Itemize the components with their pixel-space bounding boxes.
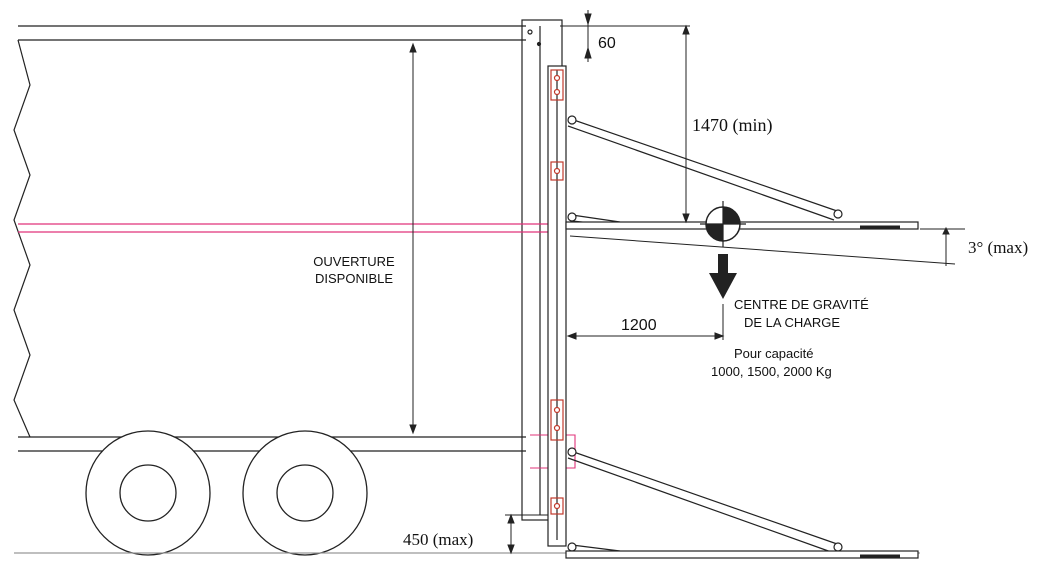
dimension-opening	[409, 42, 417, 435]
cog-label-line1: CENTRE DE GRAVITÉ	[734, 297, 869, 312]
opening-label-line1: OUVERTURE	[313, 254, 395, 269]
dimension-450	[505, 513, 548, 555]
dim-1470-label: 1470 (min)	[692, 115, 773, 136]
platform-upper	[565, 115, 919, 230]
dimension-3deg	[920, 226, 965, 266]
center-of-gravity-icon	[700, 201, 746, 247]
lift-column	[547, 65, 567, 547]
capacity-label-line2: 1000, 1500, 2000 Kg	[711, 364, 832, 379]
dim-60-label: 60	[598, 35, 616, 52]
tilt-line	[569, 235, 956, 265]
dim-450-label: 450 (max)	[403, 530, 473, 549]
dimension-1200	[566, 304, 725, 340]
down-arrow-icon	[709, 254, 737, 299]
platform-lower	[565, 447, 919, 559]
capacity-label-line1: Pour capacité	[734, 346, 814, 361]
dimension-60	[560, 10, 690, 62]
cog-label-line2: DE LA CHARGE	[744, 315, 840, 330]
rear-wheels	[85, 430, 368, 556]
dim-3deg-label: 3° (max)	[968, 238, 1028, 257]
opening-label-line2: DISPONIBLE	[315, 271, 393, 286]
dimension-1470	[682, 24, 690, 224]
dim-1200-label: 1200	[621, 317, 657, 334]
